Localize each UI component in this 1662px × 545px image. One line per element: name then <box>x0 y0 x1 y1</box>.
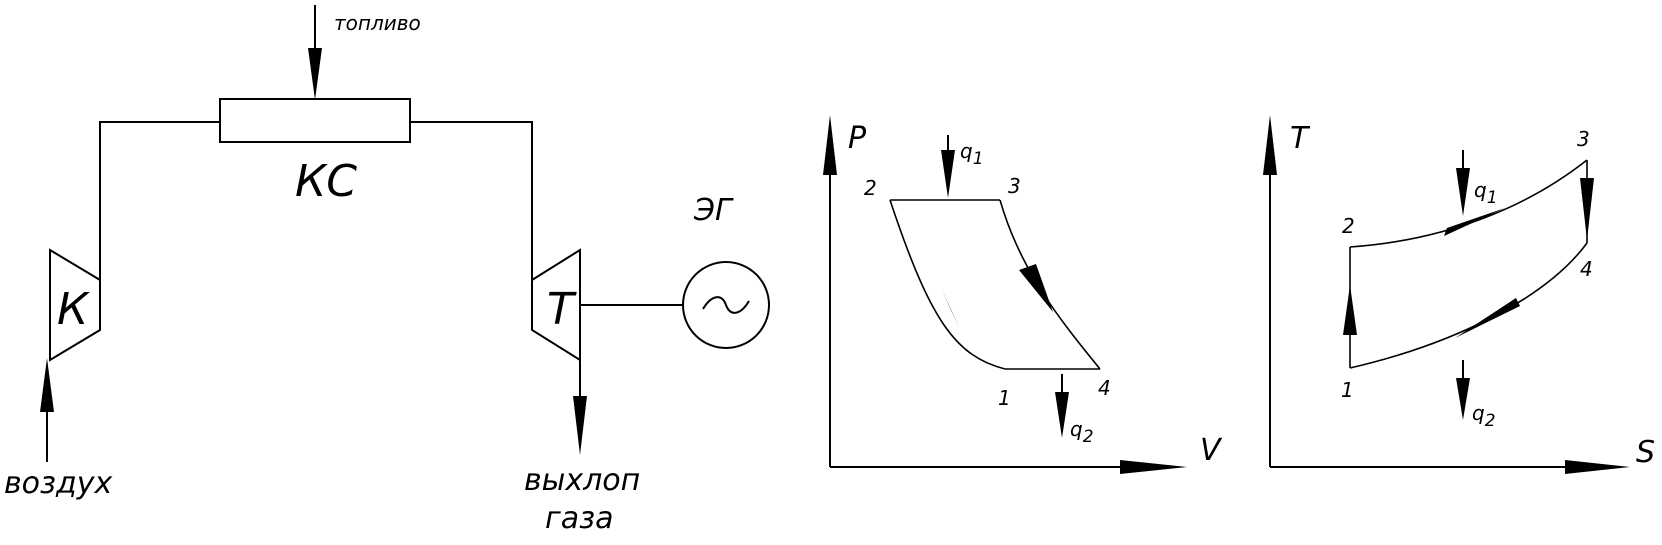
ts-expansion-arrow <box>1580 178 1594 240</box>
pv-q1-arrow-head <box>941 150 955 198</box>
exhaust-label-line1: выхлоп <box>524 463 640 498</box>
pv-compression-arrow <box>942 290 960 329</box>
ts-point-3: 3 <box>1577 127 1590 151</box>
pv-expansion-curve <box>999 199 1101 370</box>
pv-q2-symbol: q <box>1070 417 1083 441</box>
fuel-arrow-head <box>308 48 322 100</box>
pv-q1-label: q1 <box>960 139 984 169</box>
ts-point-2: 2 <box>1342 214 1355 238</box>
ts-q1-symbol: q <box>1474 178 1487 202</box>
compressor <box>49 248 101 362</box>
air-inlet-arrow-head <box>40 358 54 412</box>
ts-q2-label: q2 <box>1472 401 1496 431</box>
pv-q1-subscript: 1 <box>973 149 984 169</box>
pv-point-4: 4 <box>1098 376 1111 400</box>
pv-q2-subscript: 2 <box>1083 427 1094 447</box>
ts-heat-addition-curve <box>1349 159 1588 248</box>
pv-point-3: 3 <box>1008 174 1021 198</box>
fuel-label: топливо <box>334 11 421 35</box>
pv-diagram: P V q1 q2 1 2 3 4 <box>823 115 1223 474</box>
ts-y-axis-arrow <box>1263 115 1277 175</box>
ts-x-axis-arrow <box>1565 460 1630 474</box>
ts-q2-subscript: 2 <box>1485 411 1496 431</box>
ts-x-axis-label: S <box>1636 435 1655 470</box>
generator-symbol <box>702 296 750 314</box>
pipe-compressor-to-chamber <box>99 121 220 280</box>
exhaust-arrow-head <box>573 396 587 455</box>
ts-q2-symbol: q <box>1472 401 1485 425</box>
pv-q2-arrow-head <box>1055 392 1069 438</box>
compressor-label: К <box>57 284 90 335</box>
generator-label: ЭГ <box>693 193 734 228</box>
ts-q1-arrow-head <box>1456 168 1470 216</box>
ts-heat-addition-arrow <box>1444 208 1505 236</box>
exhaust-label-line2: газа <box>545 501 613 536</box>
combustion-chamber-label: КС <box>295 156 357 207</box>
combustion-chamber <box>219 98 411 143</box>
pv-compression-curve <box>889 199 1006 370</box>
gas-turbine-scheme: топливо КС К Т ЭГ воздух выхлоп газа <box>4 5 770 536</box>
pv-y-axis-label: P <box>848 121 867 156</box>
ts-y-axis-label: T <box>1290 121 1311 156</box>
pipe-chamber-to-turbine <box>410 121 533 280</box>
pv-point-1: 1 <box>998 386 1011 410</box>
pv-expansion-arrow <box>1019 264 1053 312</box>
ts-q2-arrow-head <box>1456 378 1470 420</box>
ts-point-1: 1 <box>1341 378 1354 402</box>
ts-heat-rejection-curve <box>1349 242 1588 369</box>
ts-q1-label: q1 <box>1474 178 1498 208</box>
ts-compression-arrow <box>1343 285 1357 335</box>
pv-x-axis-label: V <box>1200 433 1223 468</box>
pv-point-2: 2 <box>864 176 877 200</box>
generator <box>682 261 770 349</box>
ts-point-4: 4 <box>1580 257 1593 281</box>
ts-diagram: T S q1 q2 1 2 3 4 <box>1263 115 1655 474</box>
turbine-label: Т <box>547 284 577 335</box>
air-label: воздух <box>4 466 112 501</box>
pv-x-axis-arrow <box>1120 460 1187 474</box>
pv-y-axis-arrow <box>823 115 837 175</box>
ts-heat-rejection-arrow <box>1455 298 1520 338</box>
pv-q2-label: q2 <box>1070 417 1094 447</box>
ts-q1-subscript: 1 <box>1487 188 1498 208</box>
pv-q1-symbol: q <box>960 139 973 163</box>
